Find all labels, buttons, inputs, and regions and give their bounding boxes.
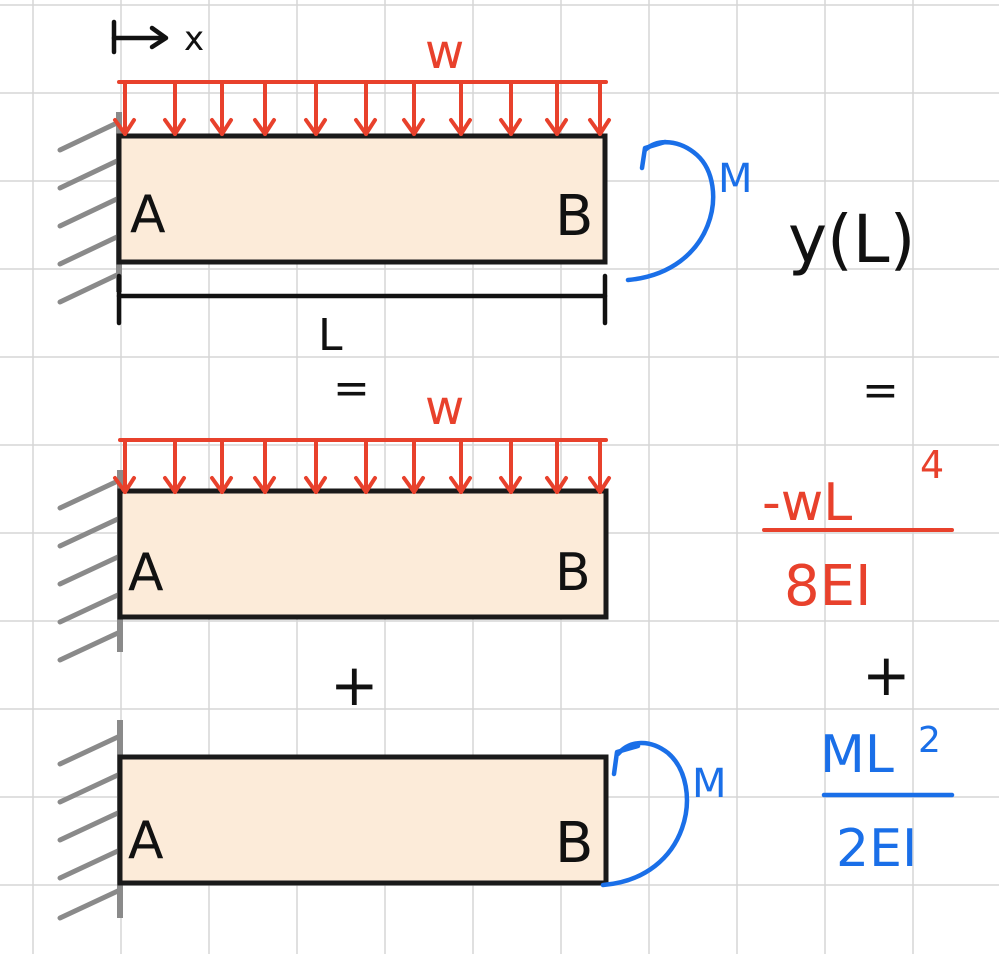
load-arrow <box>210 438 233 494</box>
length-dimension <box>116 273 608 326</box>
load-arrow <box>545 438 568 494</box>
load-label-w: w <box>425 380 464 436</box>
diagram-combined: w A B M L <box>57 24 753 361</box>
equation-plus: + <box>862 641 911 709</box>
load-arrow <box>402 80 425 136</box>
term1-numerator: -wL <box>762 473 852 533</box>
load-arrow <box>449 438 472 494</box>
load-arrow <box>402 438 425 494</box>
equals-sign: = <box>333 363 370 414</box>
moment-label-m: M <box>718 156 753 202</box>
beam <box>116 133 608 265</box>
load-arrow <box>588 438 611 494</box>
moment-arrow <box>600 740 690 888</box>
moment-arrow <box>625 139 716 283</box>
fixed-wall-support <box>57 470 123 663</box>
term2-denominator: 2EI <box>836 819 917 879</box>
deflection-lhs: y(L) <box>788 201 915 278</box>
load-arrow <box>253 438 276 494</box>
point-label-b: B <box>555 811 593 876</box>
beam <box>117 488 609 620</box>
load-arrow <box>304 438 327 494</box>
load-arrow <box>499 438 522 494</box>
load-arrow <box>113 80 136 136</box>
term2-exponent: 2 <box>918 720 941 761</box>
load-arrow <box>210 80 233 136</box>
term1-denominator: 8EI <box>784 554 872 619</box>
x-axis-label: x <box>184 19 204 59</box>
x-axis-arrow <box>111 19 169 55</box>
load-label-w: w <box>425 24 464 80</box>
moment-label-m: M <box>692 761 727 807</box>
load-arrow <box>354 80 377 136</box>
load-arrow <box>163 80 186 136</box>
point-label-a: A <box>128 543 164 603</box>
load-arrow <box>499 80 522 136</box>
distributed-load <box>113 80 611 136</box>
load-arrow <box>588 80 611 136</box>
term2-numerator: ML <box>820 725 894 785</box>
load-arrow <box>354 438 377 494</box>
diagram-moment-only: A B M <box>57 720 727 921</box>
point-label-a: A <box>128 811 164 871</box>
deflection-equation: y(L) = -wL 4 8EI + ML 2 2EI <box>762 201 955 879</box>
point-label-b: B <box>555 184 593 249</box>
diagram-distributed-load-only: w A B <box>57 380 611 663</box>
point-label-b: B <box>555 543 591 603</box>
load-arrow <box>304 80 327 136</box>
plus-sign: + <box>330 651 379 719</box>
load-arrow <box>545 80 568 136</box>
load-arrow <box>449 80 472 136</box>
equation-equals: = <box>862 365 899 416</box>
beam <box>117 754 609 886</box>
distributed-load <box>113 438 611 494</box>
length-label-l: L <box>318 310 343 361</box>
point-label-a: A <box>130 185 166 245</box>
load-arrow <box>163 438 186 494</box>
term1-exponent: 4 <box>920 443 944 487</box>
fixed-wall-support <box>57 112 122 305</box>
fixed-wall-support <box>57 720 123 921</box>
load-arrow <box>113 438 136 494</box>
load-arrow <box>253 80 276 136</box>
